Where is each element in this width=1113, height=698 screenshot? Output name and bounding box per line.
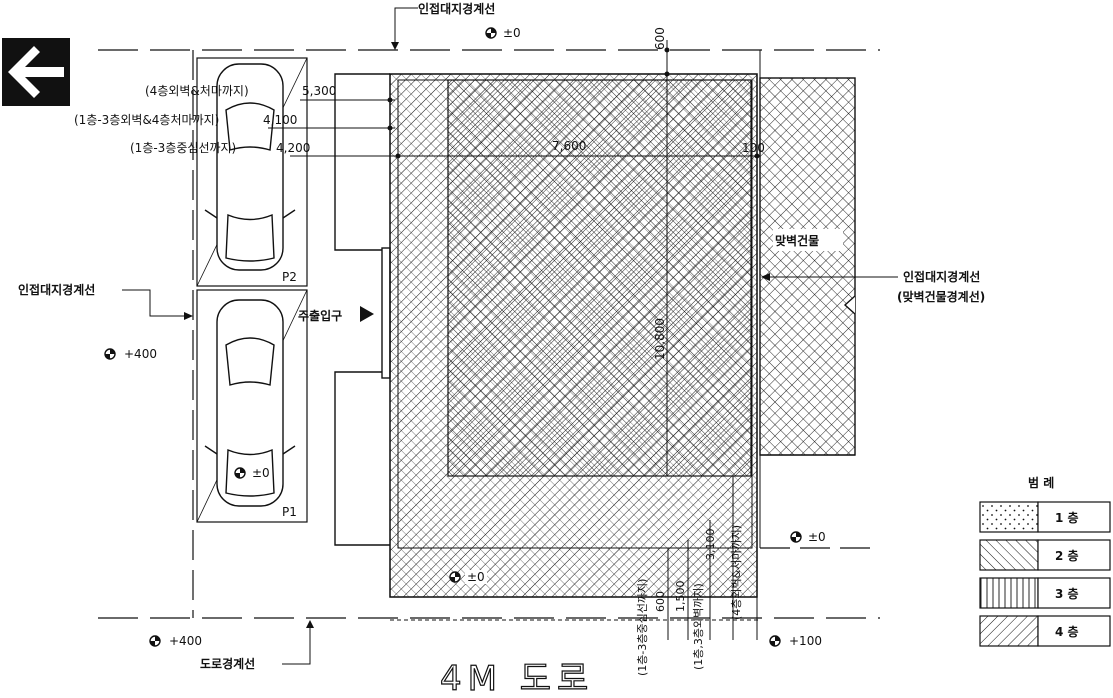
svg-text:±0: ±0 (467, 570, 485, 584)
svg-text:1 층: 1 층 (1055, 510, 1079, 525)
dim-label-4f-wall: (4층외벽&처마까지) (145, 84, 249, 98)
reference-lines (756, 50, 761, 640)
dim-top-offset: 600 (653, 27, 667, 50)
road-name: 4M 도로 (440, 659, 594, 698)
dim-bottom-1500: 1,500 (674, 581, 687, 613)
label-road-boundary: 도로경계선 (200, 656, 255, 671)
legend-item-1f: 1 층 (979, 501, 1111, 533)
left-dimension-lines (268, 97, 760, 159)
svg-text:4 층: 4 층 (1055, 624, 1079, 639)
main-entrance-label: 주출입구 (298, 308, 342, 323)
leader-left (122, 289, 190, 317)
svg-text:+100: +100 (789, 634, 822, 648)
dim-value-4100: 4,100 (263, 113, 297, 127)
dim-label-1-3f-center: (1층-3층중심선까지) (130, 141, 236, 155)
level-marker-7: +100 (769, 634, 822, 648)
label-adjacent-boundary-right-sub: (맞벽건물경계선) (897, 289, 985, 304)
dim-bottom-3100: 3,100 (704, 529, 717, 561)
label-adjacent-boundary-left: 인접대지경계선 (18, 282, 95, 297)
leader-top (394, 7, 418, 48)
dim-bottom-label-3: (4층외벽&처마까지) (730, 525, 743, 620)
svg-text:±0: ±0 (503, 26, 521, 40)
leader-road (282, 622, 311, 665)
level-marker-5: ±0 (790, 530, 826, 544)
dim-value-5300: 5,300 (302, 84, 336, 98)
boundary-lines (98, 49, 880, 619)
dim-width-main: 7,600 (552, 139, 586, 153)
level-marker-2: +400 (104, 347, 157, 361)
svg-text:+400: +400 (124, 347, 157, 361)
legend: 범 례 1 층 2 층 3 층 4 층 (979, 475, 1111, 647)
back-arrow-icon (2, 38, 70, 106)
label-adjacent-boundary-top: 인접대지경계선 (418, 1, 495, 16)
dim-bottom-label-2: (1층,3층외벽까지) (692, 583, 705, 670)
level-marker-1: ±0 (485, 26, 521, 40)
parking-label-p2: P2 (282, 270, 297, 284)
label-adjacent-boundary-right: 인접대지경계선 (903, 269, 980, 284)
level-marker-3: ±0 (234, 466, 270, 480)
legend-item-4f: 4 층 (979, 615, 1111, 647)
adjacent-building (759, 77, 856, 456)
svg-text:+400: +400 (169, 634, 202, 648)
entrance-arrow-icon (360, 306, 374, 322)
building-footprint (389, 73, 758, 598)
legend-item-2f: 2 층 (979, 539, 1111, 571)
level-marker-6: +400 (149, 634, 202, 648)
svg-text:±0: ±0 (252, 466, 270, 480)
entry-walls (334, 73, 391, 546)
svg-text:2 층: 2 층 (1055, 548, 1079, 563)
legend-item-3f: 3 층 (979, 577, 1111, 609)
car-p1 (204, 299, 296, 507)
dim-label-1-3f-wall: (1층-3층외벽&4층처마까지) (74, 113, 219, 127)
dim-height-main: 10,800 (653, 318, 667, 360)
adjacent-building-label: 맞벽건물 (775, 233, 819, 248)
dim-width-side: 100 (742, 141, 765, 155)
dim-bottom-label-1: (1층-3층중심선까지) (636, 579, 649, 676)
svg-text:3 층: 3 층 (1055, 586, 1079, 601)
bottom-dimension-lines (390, 476, 760, 640)
svg-text:±0: ±0 (808, 530, 826, 544)
level-marker-4: ±0 (449, 570, 487, 584)
dim-value-4200: 4,200 (276, 141, 310, 155)
top-dimension (664, 40, 670, 82)
dim-bottom-600: 600 (654, 591, 667, 612)
legend-title: 범 례 (1028, 475, 1054, 490)
car-p2 (204, 63, 296, 271)
parking-label-p1: P1 (282, 505, 297, 519)
